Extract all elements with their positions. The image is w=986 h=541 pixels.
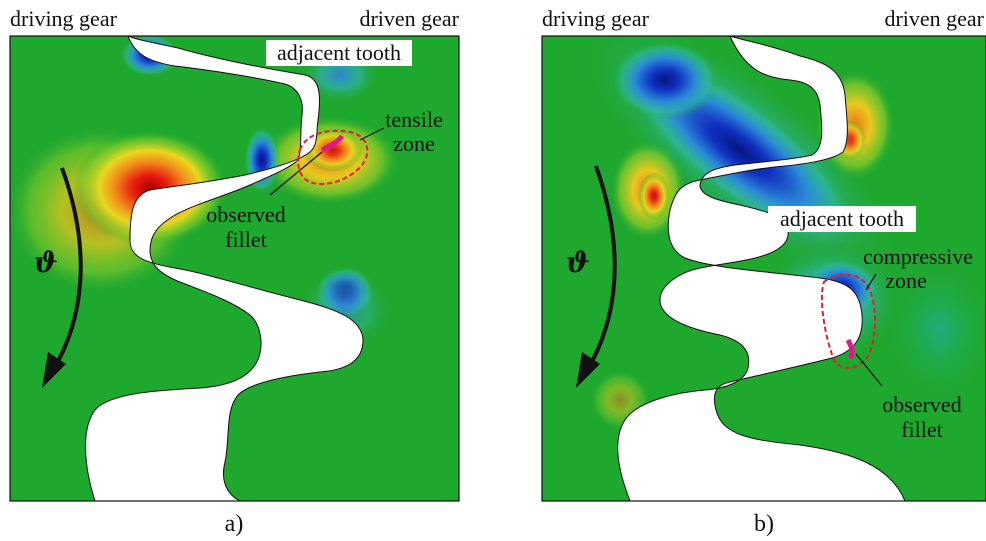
adjacent-tooth-label-bg-b	[768, 206, 916, 232]
rotation-arrow-a	[50, 167, 83, 374]
tooth-gap-b	[617, 36, 906, 501]
panel-a: driving gear driven gear adjacent tooth …	[9, 6, 460, 537]
high-stress-region-b	[638, 172, 670, 220]
adjacent-tooth-label-b: adjacent tooth	[780, 206, 904, 231]
zone-label-line1-a: tensile	[385, 107, 442, 132]
zone-label-line1-b: compressive	[863, 244, 973, 269]
zone-leader-a	[359, 127, 385, 141]
rotation-arrowhead-b	[576, 352, 600, 388]
high-stress-region-a	[72, 130, 228, 246]
rotation-symbol-b: ϑ	[566, 246, 590, 279]
caption-b: b)	[754, 511, 774, 537]
fillet-leader-a	[269, 151, 323, 196]
panel-frame-b	[541, 35, 986, 502]
fillet-label-line2-a: fillet	[225, 227, 267, 252]
adjacent-tooth-label-bg-a	[266, 40, 412, 66]
driven-gear-label-a: driven gear	[359, 6, 459, 31]
fillet-marker-b	[845, 338, 855, 360]
zone-leader-b	[865, 273, 877, 291]
driven-gear-label-b: driven gear	[884, 6, 984, 31]
driving-gear-label-b: driving gear	[542, 6, 650, 31]
zone-label-line2-b: zone	[885, 268, 927, 293]
fillet-label-line2-b: fillet	[901, 417, 943, 442]
caption-a: a)	[225, 511, 244, 537]
compressive-zone-outline	[820, 273, 877, 369]
panel-frame-a	[9, 35, 460, 502]
rotation-symbol-a: ϑ	[34, 246, 58, 279]
adjacent-tooth-label-a: adjacent tooth	[277, 40, 401, 65]
fillet-marker-a	[320, 134, 345, 153]
fillet-leader-b	[855, 353, 883, 387]
rotation-arrowhead-a	[42, 352, 66, 388]
driving-gear-label-a: driving gear	[10, 6, 118, 31]
tensile-zone-outline	[297, 130, 369, 185]
zone-label-line2-a: zone	[393, 131, 435, 156]
rotation-arrow-b	[584, 165, 617, 374]
panel-b: driving gear driven gear adjacent tooth …	[541, 6, 986, 537]
fillet-label-line1-b: observed	[882, 392, 961, 417]
fillet-label-line1-a: observed	[206, 202, 285, 227]
tooth-gap-a	[85, 36, 364, 501]
